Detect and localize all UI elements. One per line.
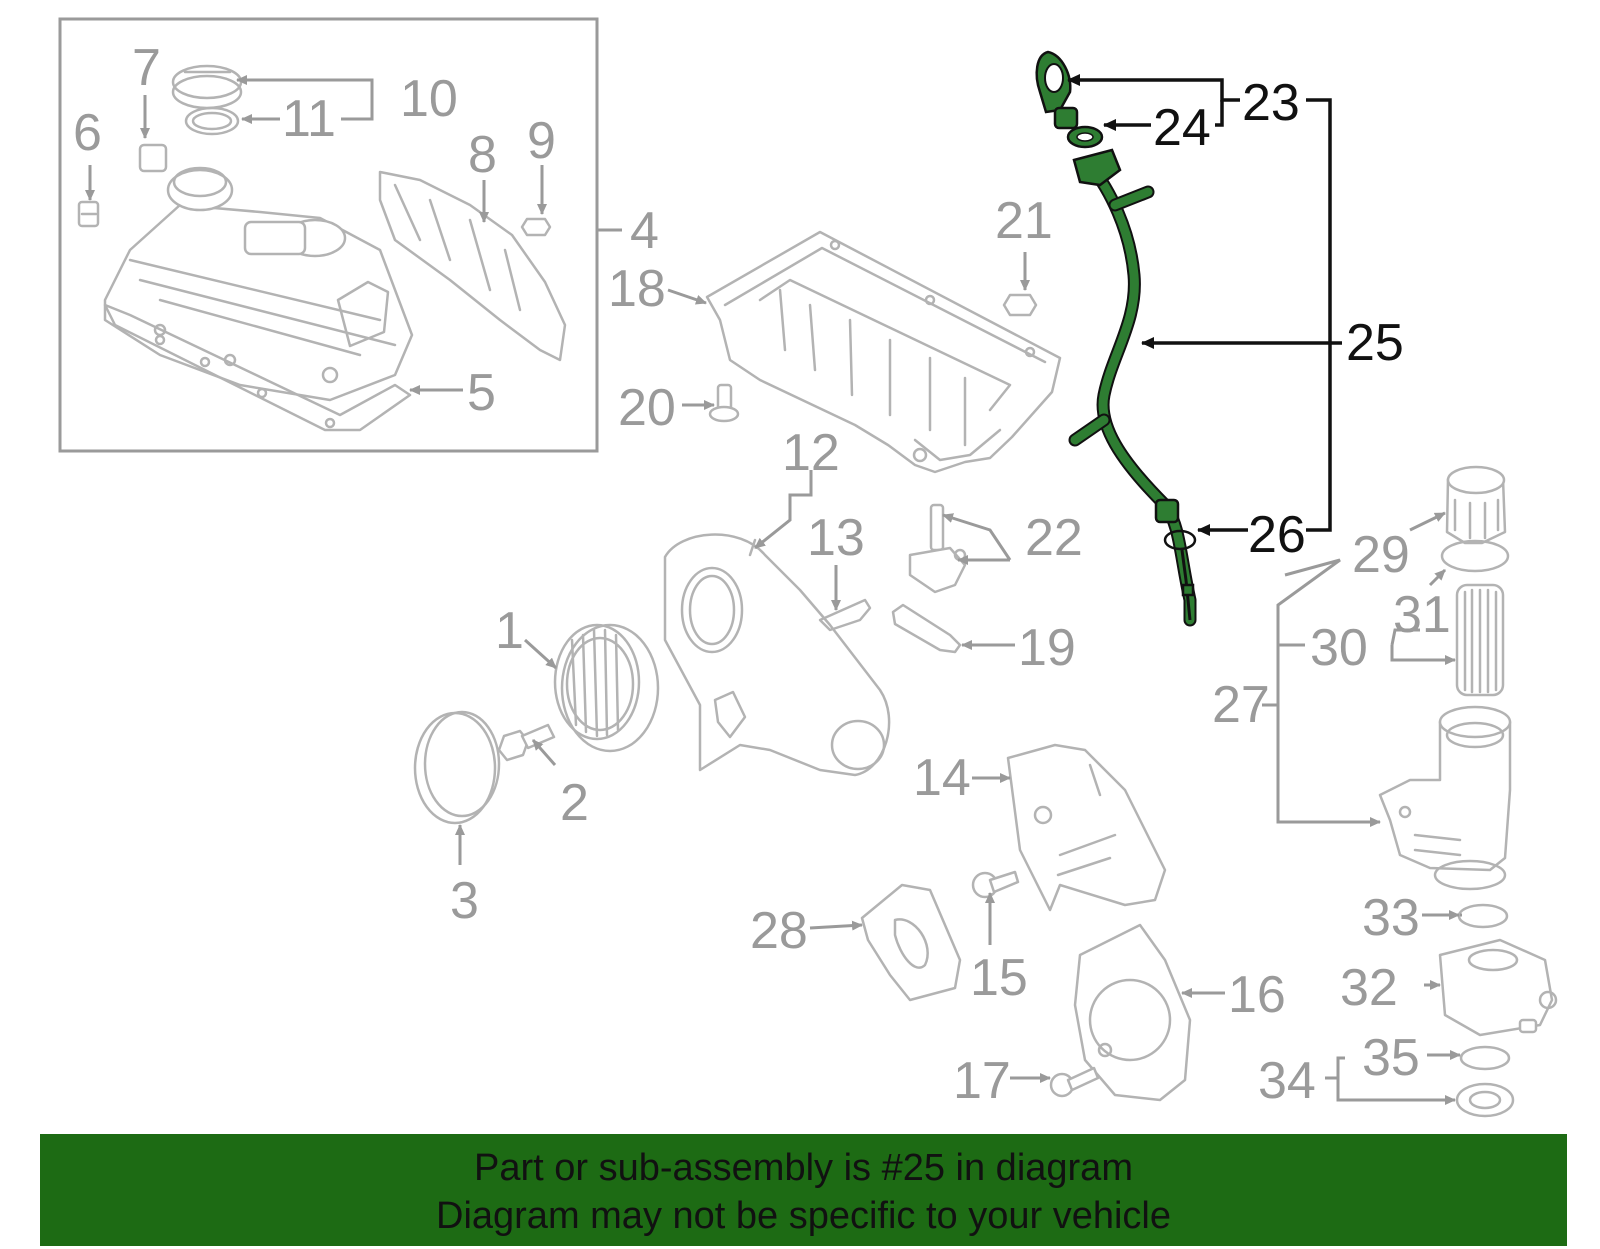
part-30-filter-element bbox=[1455, 583, 1505, 697]
callout-12: 12 bbox=[782, 424, 840, 482]
callout-15: 15 bbox=[970, 949, 1028, 1007]
callout-18: 18 bbox=[608, 260, 666, 318]
part-16-rear-cover bbox=[1073, 923, 1192, 1102]
callout-23: 23 bbox=[1242, 74, 1300, 132]
part-17-bolt bbox=[1049, 1066, 1100, 1098]
part-9-plug bbox=[138, 143, 168, 173]
callout-28: 28 bbox=[750, 902, 808, 960]
callout-16: 16 bbox=[1228, 966, 1286, 1024]
callout-8: 8 bbox=[468, 126, 497, 184]
callout-24: 24 bbox=[1153, 99, 1211, 157]
part-23-dipstick-handle bbox=[1035, 50, 1079, 130]
part-2-bolt bbox=[497, 723, 556, 762]
callout-7: 7 bbox=[132, 39, 161, 97]
part-6-plug bbox=[77, 200, 100, 228]
callout-9: 9 bbox=[527, 112, 556, 170]
banner-line-2: Diagram may not be specific to your vehi… bbox=[436, 1195, 1171, 1237]
part-31-o-ring bbox=[1440, 539, 1510, 573]
part-19-sealant-tube bbox=[891, 603, 962, 654]
callout-29: 29 bbox=[1352, 526, 1410, 584]
part-28-gasket bbox=[860, 883, 962, 1002]
part-12-timing-cover bbox=[663, 533, 891, 777]
part-25-dipstick-tube bbox=[1068, 158, 1197, 627]
callout-35: 35 bbox=[1362, 1029, 1420, 1087]
callout-31: 31 bbox=[1393, 586, 1451, 644]
part-3-cap bbox=[413, 710, 501, 825]
callout-3: 3 bbox=[450, 872, 479, 930]
part-20-bolt bbox=[708, 383, 740, 423]
callout-11: 11 bbox=[282, 90, 336, 148]
callout-1: 1 bbox=[495, 602, 524, 660]
valve-cover-assembly-box bbox=[58, 17, 622, 453]
highlight-leader-lines bbox=[1067, 74, 1342, 536]
callout-4: 4 bbox=[630, 202, 659, 260]
notice-banner: Part or sub-assembly is #25 in diagram D… bbox=[40, 1134, 1567, 1246]
callout-5: 5 bbox=[467, 364, 496, 422]
callout-20: 20 bbox=[618, 379, 676, 437]
callout-13: 13 bbox=[807, 509, 865, 567]
callout-33: 33 bbox=[1362, 889, 1420, 947]
callout-27: 27 bbox=[1212, 676, 1270, 734]
callout-21: 21 bbox=[995, 192, 1053, 250]
part-14-lower-cover bbox=[1006, 743, 1167, 912]
part-9-breather bbox=[520, 217, 552, 237]
callout-2: 2 bbox=[560, 774, 589, 832]
callout-6: 6 bbox=[73, 104, 102, 162]
part-29-filter-cap bbox=[1445, 465, 1507, 545]
part-18-oil-pan bbox=[705, 230, 1062, 474]
callout-14: 14 bbox=[913, 749, 971, 807]
callout-32: 32 bbox=[1340, 959, 1398, 1017]
callout-34: 34 bbox=[1258, 1052, 1316, 1110]
part-33-o-ring bbox=[1457, 903, 1509, 929]
valve-cover bbox=[103, 166, 414, 402]
callout-17: 17 bbox=[953, 1052, 1011, 1110]
banner-line-1: Part or sub-assembly is #25 in diagram bbox=[474, 1147, 1133, 1189]
part-1-pulley bbox=[553, 623, 660, 753]
part-21-drain-plug bbox=[1002, 293, 1038, 317]
part-15-bolt bbox=[971, 870, 1020, 899]
callout-26: 26 bbox=[1248, 506, 1306, 564]
callout-25: 25 bbox=[1346, 314, 1404, 372]
part-8-heat-shield bbox=[378, 170, 567, 362]
callout-30: 30 bbox=[1310, 619, 1368, 677]
callout-19: 19 bbox=[1018, 619, 1076, 677]
part-7-oil-cap bbox=[171, 64, 243, 136]
part-5-gasket bbox=[103, 303, 412, 432]
part-13-clip bbox=[818, 598, 872, 632]
callout-labels: 1 2 3 4 5 6 7 8 9 10 11 12 13 14 15 16 1… bbox=[73, 39, 1451, 1110]
part-32-oil-cooler bbox=[1438, 938, 1558, 1037]
part-34-seal-kit bbox=[1455, 1082, 1515, 1118]
part-25-tube-collar bbox=[1072, 148, 1122, 187]
callout-22: 22 bbox=[1025, 509, 1083, 567]
leader-lines bbox=[85, 75, 1462, 1105]
part-26-o-ring bbox=[1154, 498, 1197, 621]
callout-10: 10 bbox=[400, 70, 458, 128]
part-35-o-ring bbox=[1459, 1045, 1511, 1071]
part-22-oil-level-sensor bbox=[908, 503, 967, 594]
part-24-seal bbox=[1066, 125, 1104, 149]
part-27-filter-housing bbox=[1378, 705, 1512, 891]
